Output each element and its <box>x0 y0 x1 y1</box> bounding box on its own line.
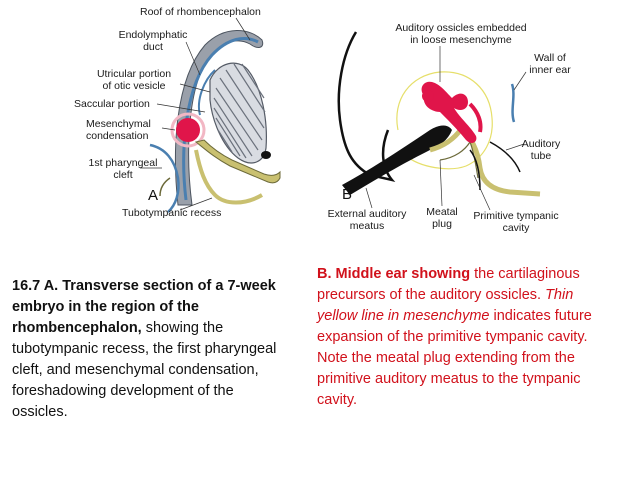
label-external-auditory-meatus: External auditory meatus <box>320 208 414 232</box>
label-utricular-line1: Utricular portion <box>96 68 172 80</box>
label-auditory-tube: Auditory tube <box>516 138 566 162</box>
label-wall-line1: Wall of <box>534 52 566 64</box>
label-plug-line2: plug <box>432 218 452 230</box>
label-mesenchymal-condensation: Mesenchymal condensation <box>86 118 151 142</box>
panel-letter-a: A <box>148 187 159 204</box>
label-mesenchymal-line1: Mesenchymal <box>86 118 151 130</box>
label-auditory-ossicles: Auditory ossicles embedded in loose mese… <box>386 22 536 46</box>
embryo-diagram <box>140 17 541 213</box>
leader-lines-b <box>365 46 527 211</box>
endolymphatic-duct <box>182 37 259 201</box>
pharyngeal-yellow <box>194 149 264 205</box>
label-pharyngeal-line2: cleft <box>113 169 133 181</box>
mesenchymal-condensation <box>176 118 200 142</box>
label-tubotympanic-recess: Tubotympanic recess <box>122 207 222 219</box>
label-tube-line2: tube <box>530 150 552 162</box>
label-ext-line2: meatus <box>349 220 385 232</box>
label-endolymphatic-duct: Endolymphatic duct <box>118 29 188 53</box>
caption-a-text: showing the tubotympanic recess, the fir… <box>12 320 277 420</box>
leader-lines-a <box>140 17 251 211</box>
dark-nub <box>261 151 271 159</box>
label-ossicles-line1: Auditory ossicles embedded <box>395 22 527 34</box>
figure: Roof of rhombencephalon Endolymphatic du… <box>74 6 580 234</box>
condensation-halo <box>170 112 206 148</box>
caption-b: B. Middle ear showing the cartilaginous … <box>317 264 617 411</box>
label-utricular-line2: of otic vesicle <box>102 80 166 92</box>
meatal-plug <box>342 125 452 195</box>
tympanic-expansion-line <box>396 71 493 170</box>
caption-a-bold: 16.7 A. Transverse section of a 7-week e… <box>12 278 276 336</box>
label-wall-of-inner-ear: Wall of inner ear <box>520 52 580 76</box>
label-first-pharyngeal-cleft: 1st pharyngeal cleft <box>82 157 164 181</box>
tubotympanic-recess <box>194 139 281 184</box>
temporal-tissue <box>337 31 396 183</box>
label-pharyngeal-line1: 1st pharyngeal <box>88 157 158 169</box>
label-mesenchymal-line2: condensation <box>86 130 149 142</box>
auditory-ossicles <box>421 81 477 143</box>
pharyngeal-cleft <box>149 143 180 213</box>
label-endolymphatic-line1: Endolymphatic <box>118 29 188 41</box>
label-prim-line1: Primitive tympanic <box>473 210 559 222</box>
label-utricular-portion: Utricular portion of otic vesicle <box>86 68 182 92</box>
caption-b-text-2: indicates future expansion of the primit… <box>317 308 592 408</box>
caption-b-italic: Thin yellow line in mesenchyme <box>317 287 574 324</box>
label-prim-line2: cavity <box>502 222 530 234</box>
inner-ear-wall <box>510 83 516 123</box>
label-ext-line1: External auditory <box>327 208 407 220</box>
caption-b-text-1: the cartilaginous precursors of the audi… <box>317 266 580 303</box>
primitive-tympanic-cavity <box>429 124 541 197</box>
label-roof-of-rhombencephalon: Roof of rhombencephalon <box>140 6 261 18</box>
label-tube-line1: Auditory <box>521 138 561 150</box>
ossicle-head <box>422 90 434 102</box>
panel-letter-b: B <box>342 186 353 203</box>
label-meatal-plug: Meatal plug <box>420 206 464 230</box>
label-endolymphatic-line2: duct <box>143 41 163 53</box>
panel-a-drawing <box>140 17 281 213</box>
caption-a: 16.7 A. Transverse section of a 7-week e… <box>12 276 277 423</box>
otic-vesicle-hatching <box>213 63 266 159</box>
panel-b-drawing <box>337 31 541 211</box>
label-wall-line2: inner ear <box>529 64 571 76</box>
label-saccular-portion: Saccular portion <box>74 98 150 110</box>
label-primitive-tympanic-cavity: Primitive tympanic cavity <box>466 210 566 234</box>
caption-b-bold: B. Middle ear showing <box>317 266 471 282</box>
rhombencephalon-roof <box>174 30 264 206</box>
auditory-tube <box>489 141 521 173</box>
label-plug-line1: Meatal <box>426 206 458 218</box>
otic-vesicle <box>209 62 267 164</box>
label-ossicles-line2: in loose mesenchyme <box>410 34 512 46</box>
